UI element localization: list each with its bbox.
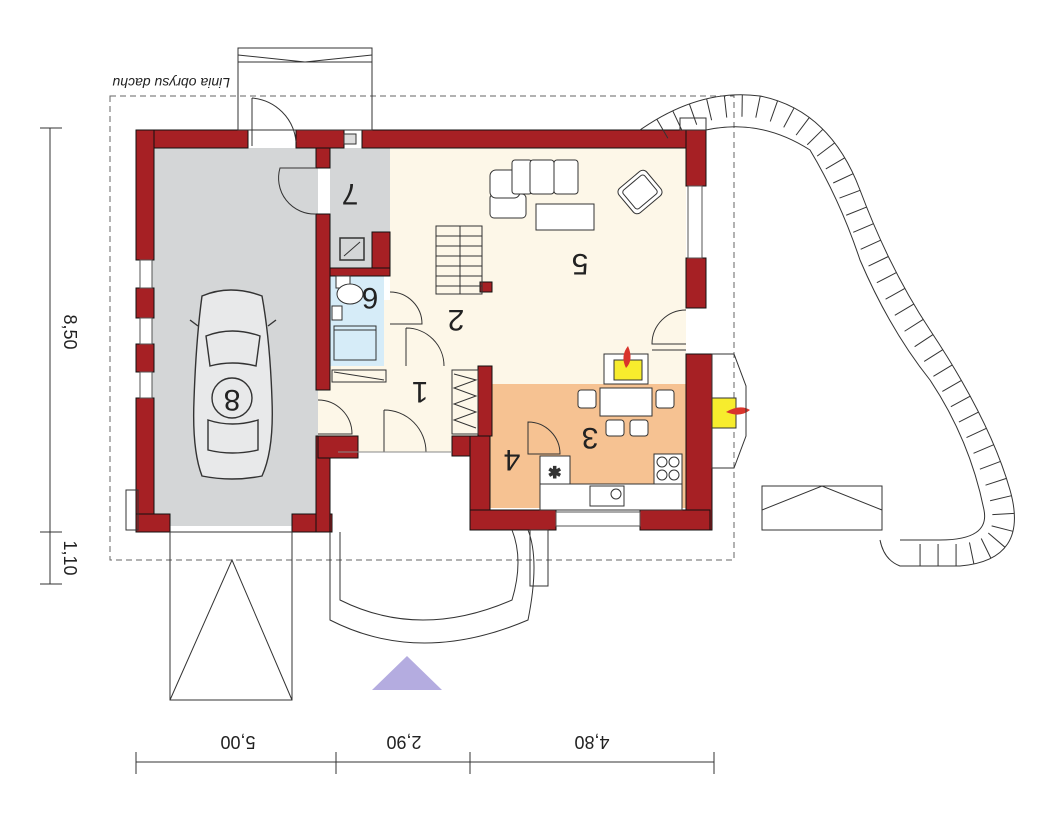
terrace-plank: [980, 461, 1001, 469]
terrace-plank: [707, 99, 712, 120]
terrace-plank: [951, 396, 970, 406]
room-number-5: 5: [572, 247, 589, 280]
room-number-1: 1: [412, 375, 429, 408]
svg-text:✱: ✱: [548, 465, 561, 482]
terrace-plank: [756, 96, 760, 118]
room-number-6: 6: [362, 281, 379, 314]
room-number-8: 8: [224, 383, 241, 416]
terrace-plank: [840, 190, 861, 198]
dim-left-2: 1,10: [60, 540, 80, 575]
terrace-plank: [905, 319, 924, 331]
terrace-plank: [807, 129, 823, 144]
roof-outline-label: Linia obrysu dachu: [112, 75, 230, 91]
terrace-plank: [689, 104, 696, 125]
terrace-plank: [673, 111, 682, 131]
terrace-plank: [826, 158, 845, 169]
table-icon: [536, 204, 594, 230]
bench: [762, 486, 882, 530]
terrace-plank: [895, 304, 914, 315]
dim-bottom-1: 5,00: [220, 732, 255, 752]
room-number-7: 7: [342, 177, 359, 210]
terrace-plank: [784, 108, 794, 127]
terrace-plank: [846, 207, 866, 215]
terrace-plank: [861, 240, 881, 249]
terrace-plank: [942, 380, 961, 391]
terrace-plank: [969, 542, 973, 564]
terrace-plank: [869, 257, 889, 267]
terrace-plank: [833, 174, 853, 183]
terrace-plank: [817, 143, 835, 156]
terrace-plank: [988, 533, 1005, 547]
terrace-plank: [974, 445, 994, 454]
terrace-plank: [959, 412, 979, 422]
dim-bottom-3: 4,80: [574, 732, 609, 752]
terrace-plank: [933, 365, 952, 376]
terrace-plank: [877, 273, 897, 283]
terrace-plank: [724, 96, 726, 118]
terrace-plank: [796, 118, 809, 136]
entrance-arrow-icon: [372, 656, 442, 690]
terrace-plank: [992, 513, 1014, 514]
terrace-plank: [924, 350, 943, 362]
entrance-steps: [330, 530, 548, 643]
terrace-plank: [992, 526, 1013, 531]
terrace-plank: [915, 335, 933, 347]
sink-icon: [332, 306, 342, 320]
room-number-2: 2: [448, 303, 465, 336]
dim-bottom-2: 2,90: [386, 732, 421, 752]
terrace-plank: [981, 538, 991, 558]
dim-left-1: 8,50: [60, 314, 80, 349]
terrace-plank: [966, 428, 986, 437]
terrace-plank: [853, 224, 873, 233]
room-number-4: 4: [504, 443, 521, 476]
terrace-plank: [986, 478, 1007, 485]
terrace-plank: [886, 288, 905, 299]
terrace-plank: [990, 496, 1011, 501]
room-number-3: 3: [582, 421, 599, 454]
terrace-plank: [770, 101, 777, 122]
